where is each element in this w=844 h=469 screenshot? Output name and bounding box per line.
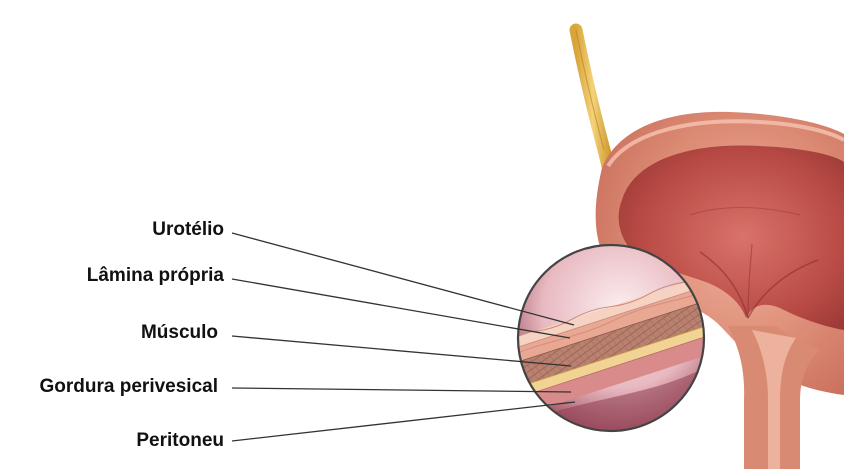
- label-musculo: Músculo: [141, 322, 218, 344]
- leader-line-peritoneu: [232, 402, 575, 441]
- label-lamina-propria: Lâmina própria: [87, 265, 224, 287]
- leader-line-urotelio: [232, 233, 574, 325]
- leader-line-gordura: [232, 388, 571, 392]
- label-urotelio: Urotélio: [152, 219, 224, 241]
- leader-line-lamina: [232, 279, 570, 338]
- label-gordura-perivesical: Gordura perivesical: [40, 376, 218, 398]
- label-peritoneu: Peritoneu: [136, 430, 224, 452]
